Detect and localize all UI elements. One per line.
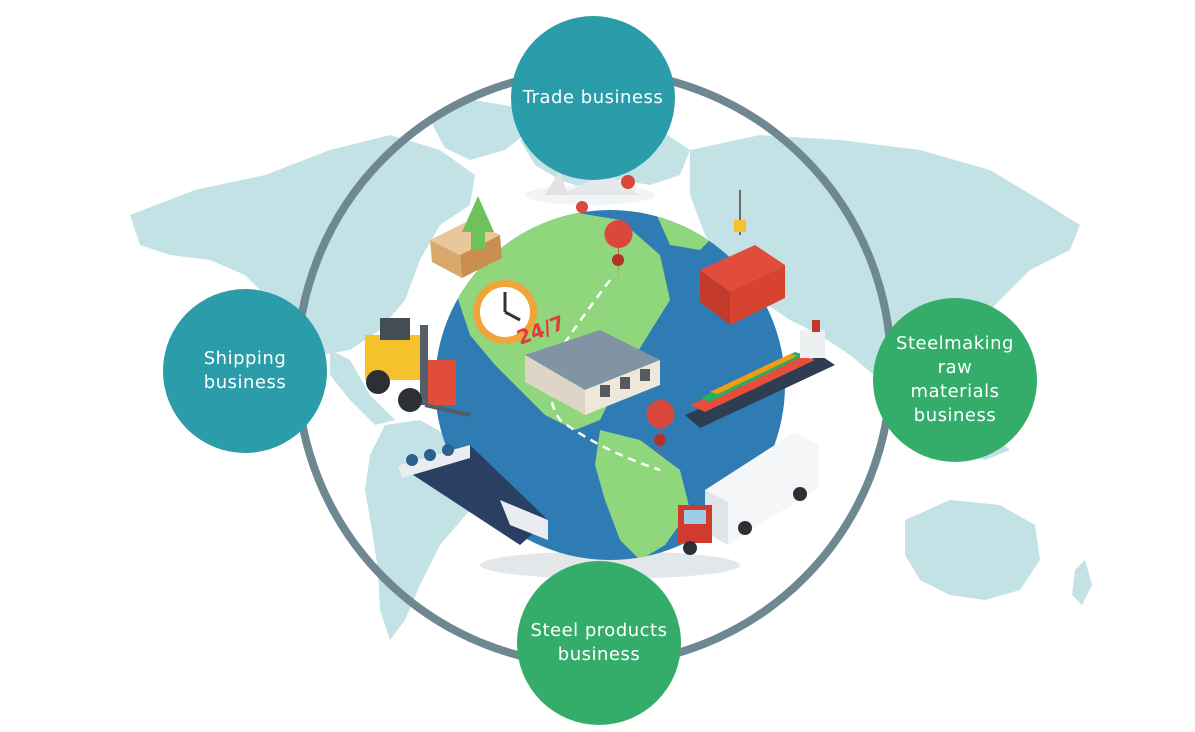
- shipping-container-icon: [700, 190, 785, 325]
- warehouse-icon: [525, 330, 660, 415]
- airplane-icon: [525, 170, 655, 213]
- steel-products-business-label: Steel products business: [530, 620, 668, 665]
- package-box-icon: [430, 196, 502, 278]
- shipping-business-label: Shipping business: [203, 348, 287, 393]
- steelmaking-raw-materials-business-node: Steelmaking raw materials business: [873, 298, 1037, 462]
- freight-train-icon: [398, 444, 548, 545]
- steelmaking-raw-materials-business-label: Steelmaking raw materials business: [896, 333, 1014, 426]
- delivery-truck-icon: [678, 432, 818, 555]
- forklift-icon: [365, 318, 471, 417]
- shipping-business-node: Shipping business: [163, 289, 327, 453]
- trade-business-label: Trade business: [522, 87, 664, 108]
- map-pin-icon: [604, 220, 633, 280]
- trade-business-node: Trade business: [511, 16, 675, 180]
- steel-products-business-node: Steel products business: [517, 561, 681, 725]
- container-ship-icon: [685, 320, 835, 428]
- map-pin-icon: [646, 400, 675, 460]
